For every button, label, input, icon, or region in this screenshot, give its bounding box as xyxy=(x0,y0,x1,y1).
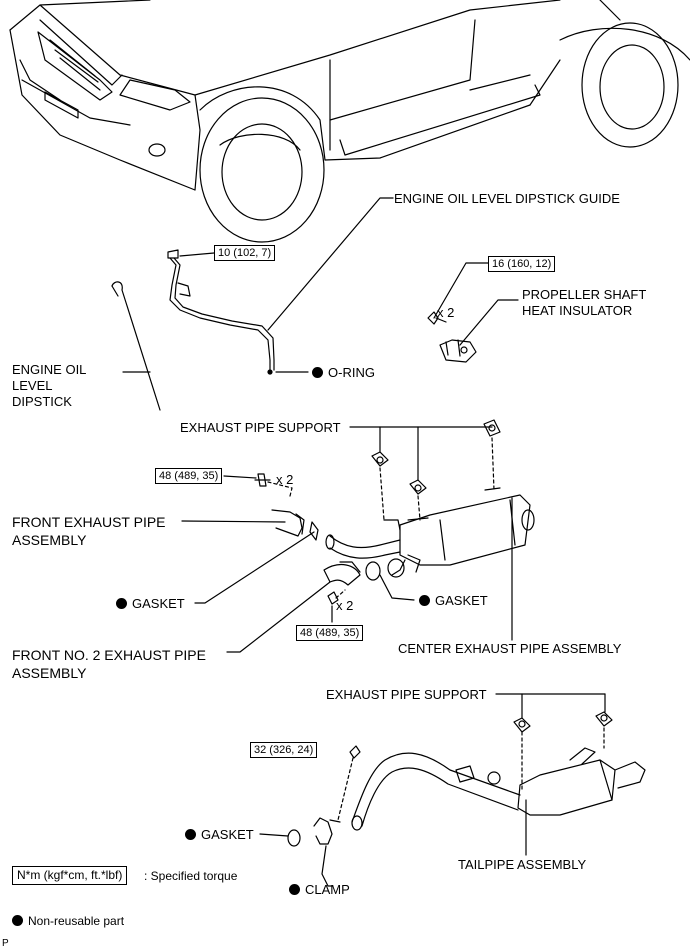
front-pipe-illustration xyxy=(254,473,305,537)
gasket-right-illustration xyxy=(365,561,381,581)
clamp-illustration xyxy=(313,745,361,845)
nonreusable-marker-icon xyxy=(116,598,127,609)
clamp-label: CLAMP xyxy=(289,882,350,898)
quantity-x2-front-pipe: x 2 xyxy=(276,472,294,487)
heat-insulator-illustration xyxy=(427,311,477,363)
gasket-left-label: GASKET xyxy=(116,596,185,612)
center-pipe-illustration xyxy=(325,487,535,578)
quantity-x2-insulator: x 2 xyxy=(437,305,455,320)
dipstick-label-line2: LEVEL xyxy=(12,378,53,393)
exhaust-support-lower-label: EXHAUST PIPE SUPPORT xyxy=(326,687,487,702)
dipstick-guide-label: ENGINE OIL LEVEL DIPSTICK GUIDE xyxy=(394,191,620,206)
front-no2-pipe-illustration xyxy=(323,561,361,605)
center-pipe-label: CENTER EXHAUST PIPE ASSEMBLY xyxy=(398,641,622,656)
dipstick-illustration xyxy=(111,281,161,411)
exhaust-support-upper-label: EXHAUST PIPE SUPPORT xyxy=(180,420,341,435)
front2-pipe-label-line1: FRONT NO. 2 EXHAUST PIPE xyxy=(12,647,206,663)
torque-dipstick-guide: 10 (102, 7) xyxy=(214,245,276,261)
legend-torque-text: : Specified torque xyxy=(144,869,238,883)
torque-front-pipe: 48 (489, 35) xyxy=(155,468,223,484)
nonreusable-marker-icon xyxy=(419,595,430,606)
quantity-x2-front2-pipe: x 2 xyxy=(336,598,354,613)
torque-heat-insulator: 16 (160, 12) xyxy=(488,256,556,272)
gasket-left-illustration xyxy=(309,521,319,541)
dipstick-guide-illustration xyxy=(167,249,275,375)
gasket-bottom-illustration xyxy=(287,829,301,847)
legend-torque-box: N*m (kgf*cm, ft.*lbf) xyxy=(12,866,128,885)
vehicle-front-illustration xyxy=(9,0,690,243)
upper-supports-illustration xyxy=(371,419,501,495)
dipstick-label-line1: ENGINE OIL xyxy=(12,362,87,377)
tailpipe-label: TAILPIPE ASSEMBLY xyxy=(458,857,587,872)
lower-supports-illustration xyxy=(513,711,613,733)
nonreusable-marker-icon xyxy=(289,884,300,895)
gasket-right-label: GASKET xyxy=(419,593,488,609)
corner-mark: P xyxy=(2,938,9,949)
torque-tailpipe: 32 (326, 24) xyxy=(250,742,318,758)
front-pipe-label-line2: ASSEMBLY xyxy=(12,532,87,548)
front2-pipe-label-line2: ASSEMBLY xyxy=(12,665,87,681)
nonreusable-marker-icon xyxy=(12,915,23,926)
dipstick-label-line3: DIPSTICK xyxy=(12,394,72,409)
nonreusable-marker-icon xyxy=(185,829,196,840)
front-pipe-label-line1: FRONT EXHAUST PIPE xyxy=(12,514,166,530)
gasket-bottom-label: GASKET xyxy=(185,827,254,843)
nonreusable-marker-icon xyxy=(312,367,323,378)
tailpipe-illustration xyxy=(351,747,646,831)
heat-insulator-label-line1: PROPELLER SHAFT xyxy=(522,287,647,302)
o-ring-label: O-RING xyxy=(312,365,375,381)
legend-nonreusable: Non-reusable part xyxy=(12,913,124,929)
torque-front2-pipe: 48 (489, 35) xyxy=(296,625,364,641)
heat-insulator-label-line2: HEAT INSULATOR xyxy=(522,303,633,318)
